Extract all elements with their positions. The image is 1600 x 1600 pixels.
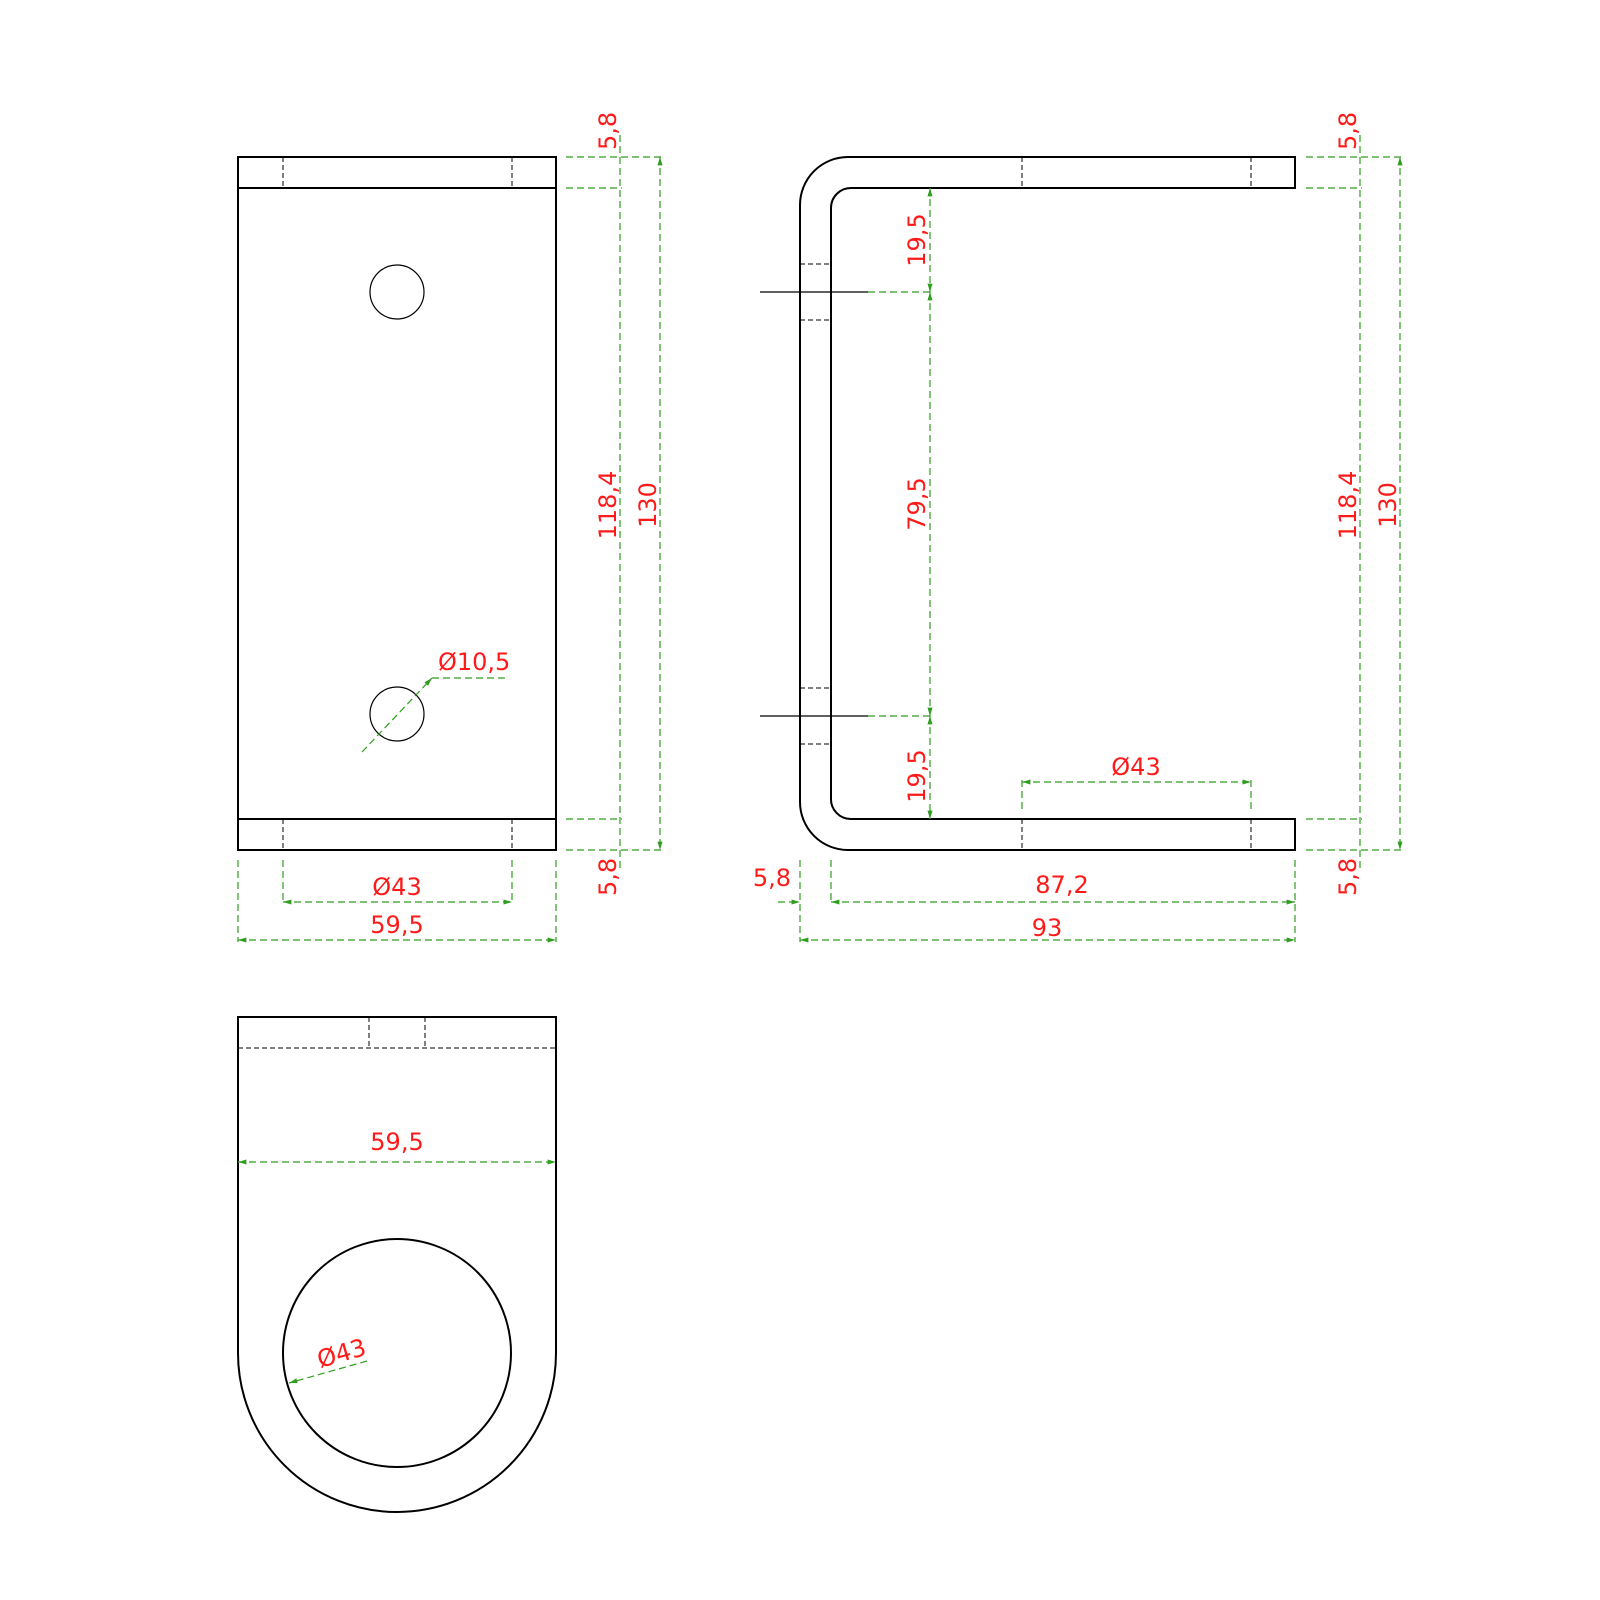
dim-hole-offset-top: 19,5 (903, 213, 931, 266)
front-view-outline (237, 156, 557, 851)
side-view (760, 156, 1296, 851)
dim-hole-diameter: Ø10,5 (438, 648, 510, 676)
tube-bore-circle (282, 1238, 512, 1468)
dim-hole-offset-bottom: 19,5 (903, 749, 931, 802)
dim-tube-diameter: Ø43 (1111, 753, 1160, 781)
leader-line-tube (288, 1360, 368, 1384)
dim-total-height: 130 (1374, 482, 1402, 528)
dim-inner-length: 87,2 (1035, 871, 1088, 899)
dim-tube-diameter: Ø43 (372, 873, 421, 901)
top-view-outline (237, 1016, 557, 1513)
dim-total-height: 130 (634, 482, 662, 528)
dim-tube-diameter: Ø43 (314, 1333, 369, 1374)
front-view (237, 156, 557, 851)
dim-thickness-bottom: 5,8 (594, 858, 622, 896)
side-view-dimensions: 19,5 79,5 19,5 5,8 118,4 130 5,8 Ø43 5,8… (753, 112, 1403, 943)
dim-hole-spacing: 79,5 (903, 477, 931, 530)
dim-wall-thickness: 5,8 (753, 864, 791, 892)
leader-line-hole (361, 677, 433, 753)
dim-width: 59,5 (370, 911, 423, 939)
mounting-hole-top (369, 264, 425, 320)
front-view-dimensions: 5,8 118,4 130 5,8 Ø43 59,5 Ø10,5 (237, 112, 663, 943)
dim-thickness-top: 5,8 (594, 112, 622, 150)
top-view (237, 1016, 557, 1513)
mounting-hole-bottom (369, 686, 425, 742)
dim-total-length: 93 (1032, 914, 1063, 942)
dim-width: 59,5 (370, 1128, 423, 1156)
dim-thickness-top: 5,8 (1334, 112, 1362, 150)
dim-thickness-bottom: 5,8 (1334, 858, 1362, 896)
dim-inner-height: 118,4 (594, 471, 622, 540)
top-view-dimensions: 59,5 Ø43 (238, 1128, 556, 1384)
side-view-u-profile (799, 156, 1296, 851)
dim-inner-height: 118,4 (1334, 471, 1362, 540)
